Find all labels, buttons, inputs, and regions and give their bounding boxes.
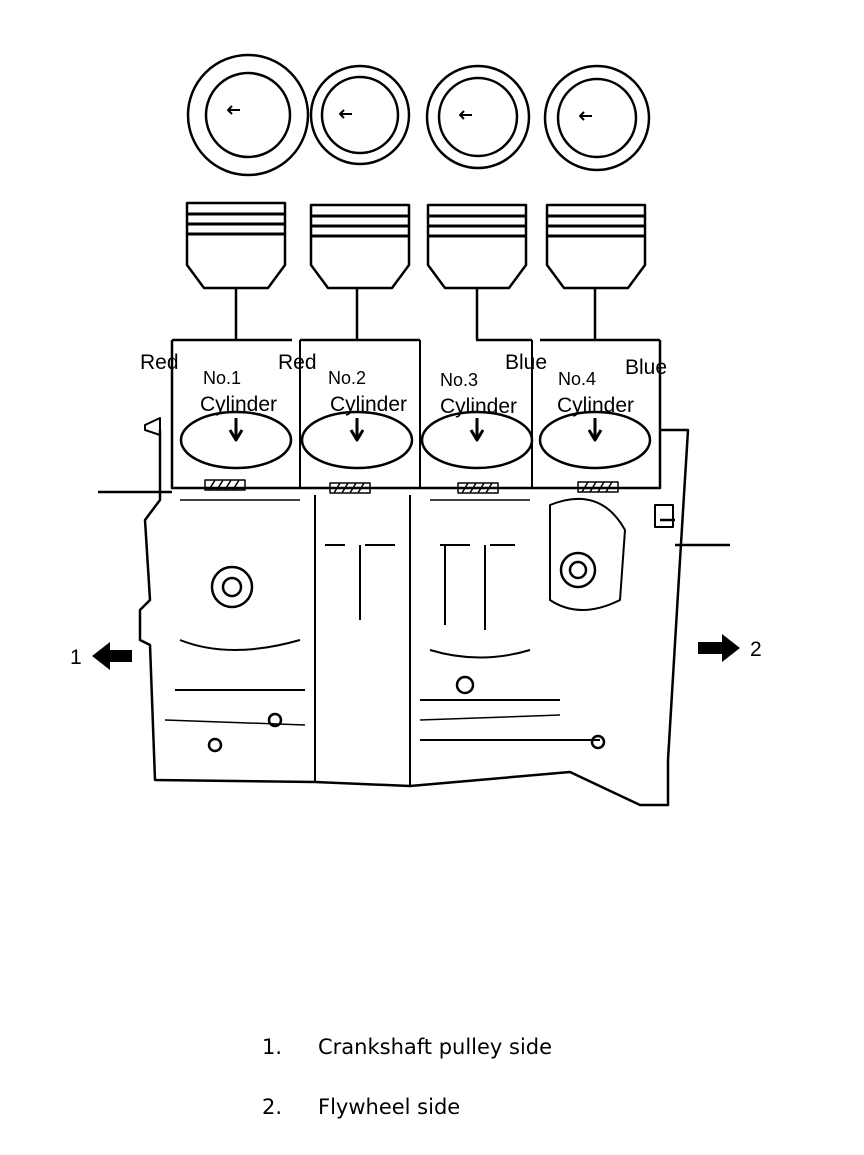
flywheel-side-arrow-label: 2 — [750, 638, 762, 661]
cylinder-bore-4 — [538, 410, 652, 470]
piston-side-1 — [185, 201, 287, 340]
cylinder-1-word: Cylinder — [200, 393, 277, 416]
engine-block — [98, 417, 730, 807]
cylinder-4-word: Cylinder — [557, 394, 634, 417]
legend: 1. Crankshaft pulley side 2. Flywheel si… — [262, 1035, 552, 1155]
piston-top-2 — [309, 64, 411, 166]
legend-item: 2. Flywheel side — [262, 1095, 552, 1155]
cylinder-bore-3 — [420, 410, 534, 470]
legend-item-number: 2. — [262, 1095, 283, 1119]
flywheel-side-arrow — [698, 634, 740, 662]
cylinder-3-number: No.3 — [440, 370, 478, 390]
piston-top-3 — [425, 64, 531, 170]
cylinder-bore-2 — [300, 410, 414, 470]
piston-side-2 — [309, 203, 411, 340]
crankshaft-side-arrow-label: 1 — [70, 646, 82, 669]
legend-item-number: 1. — [262, 1035, 283, 1059]
cylinder-2-color-label: Red — [278, 351, 317, 374]
cylinder-4-number: No.4 — [558, 369, 596, 389]
cylinder-4-color-label: Blue — [625, 356, 667, 379]
legend-item-text: Crankshaft pulley side — [318, 1035, 553, 1059]
piston-side-4 — [545, 203, 647, 340]
bearing-markers — [204, 479, 619, 494]
legend-item: 1. Crankshaft pulley side — [262, 1035, 552, 1095]
cylinder-2-word: Cylinder — [330, 393, 407, 416]
cylinder-deck — [170, 338, 662, 490]
cylinder-2-number: No.2 — [328, 368, 366, 388]
piston-top-4 — [543, 64, 651, 172]
crankshaft-side-arrow — [92, 642, 132, 670]
cylinder-3-color-label: Blue — [505, 351, 547, 374]
piston-top-1 — [186, 53, 310, 177]
cylinder-1-number: No.1 — [203, 368, 241, 388]
cylinder-3-word: Cylinder — [440, 395, 517, 418]
piston-side-3 — [426, 203, 528, 340]
cylinder-1-color-label: Red — [140, 351, 179, 374]
legend-item-text: Flywheel side — [318, 1095, 461, 1119]
engine-block-diagram: Red Red Blue Blue No.1 Cylinder No.2 Cyl… — [70, 53, 762, 807]
cylinder-bore-1 — [179, 410, 293, 470]
